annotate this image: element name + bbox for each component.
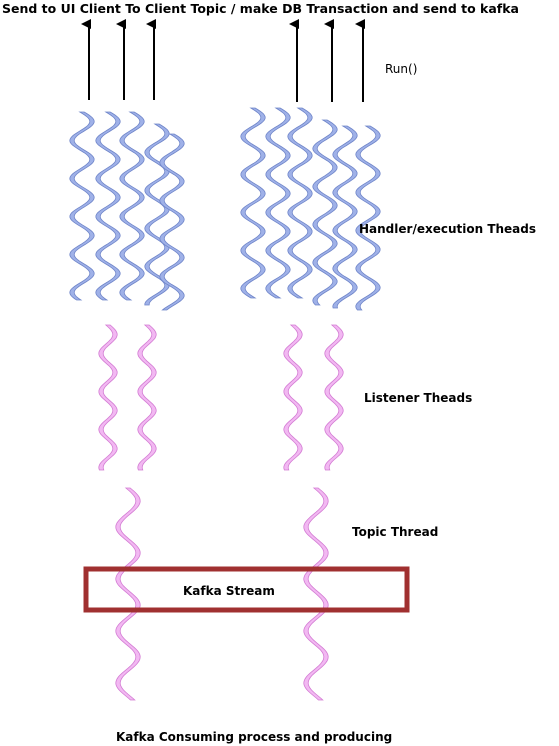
diagram-title: Send to UI Client To Client Topic / make… <box>2 1 519 16</box>
thread-helix <box>303 487 329 701</box>
thread-helix <box>144 123 170 306</box>
thread-helix <box>98 324 118 471</box>
listener-threads-label: Listener Theads <box>364 391 473 405</box>
topic-thread-label: Topic Thread <box>352 525 439 539</box>
thread-helix <box>69 111 95 301</box>
handler-threads-label: Handler/execution Theads <box>359 222 537 236</box>
thread-helix <box>283 324 303 471</box>
run-arrows <box>81 19 365 102</box>
thread-helix <box>324 324 344 471</box>
thread-helix <box>287 107 313 299</box>
kafka-stream-label: Kafka Stream <box>183 584 275 598</box>
thread-helix <box>240 107 266 299</box>
thread-helix <box>159 133 185 311</box>
run-label: Run() <box>385 62 418 76</box>
thread-helix <box>115 487 141 701</box>
topic-threads <box>115 487 329 701</box>
kafka-stream-box <box>83 566 410 613</box>
diagram-caption: Kafka Consuming process and producing <box>116 730 393 744</box>
thread-helix <box>95 111 121 301</box>
thread-helix <box>332 125 358 309</box>
thread-helix <box>355 125 381 311</box>
handler-threads <box>69 107 381 311</box>
thread-helix <box>137 324 157 471</box>
thread-helix <box>312 119 338 306</box>
listener-threads <box>98 324 344 471</box>
thread-helix <box>119 111 145 301</box>
thread-helix <box>265 107 291 299</box>
